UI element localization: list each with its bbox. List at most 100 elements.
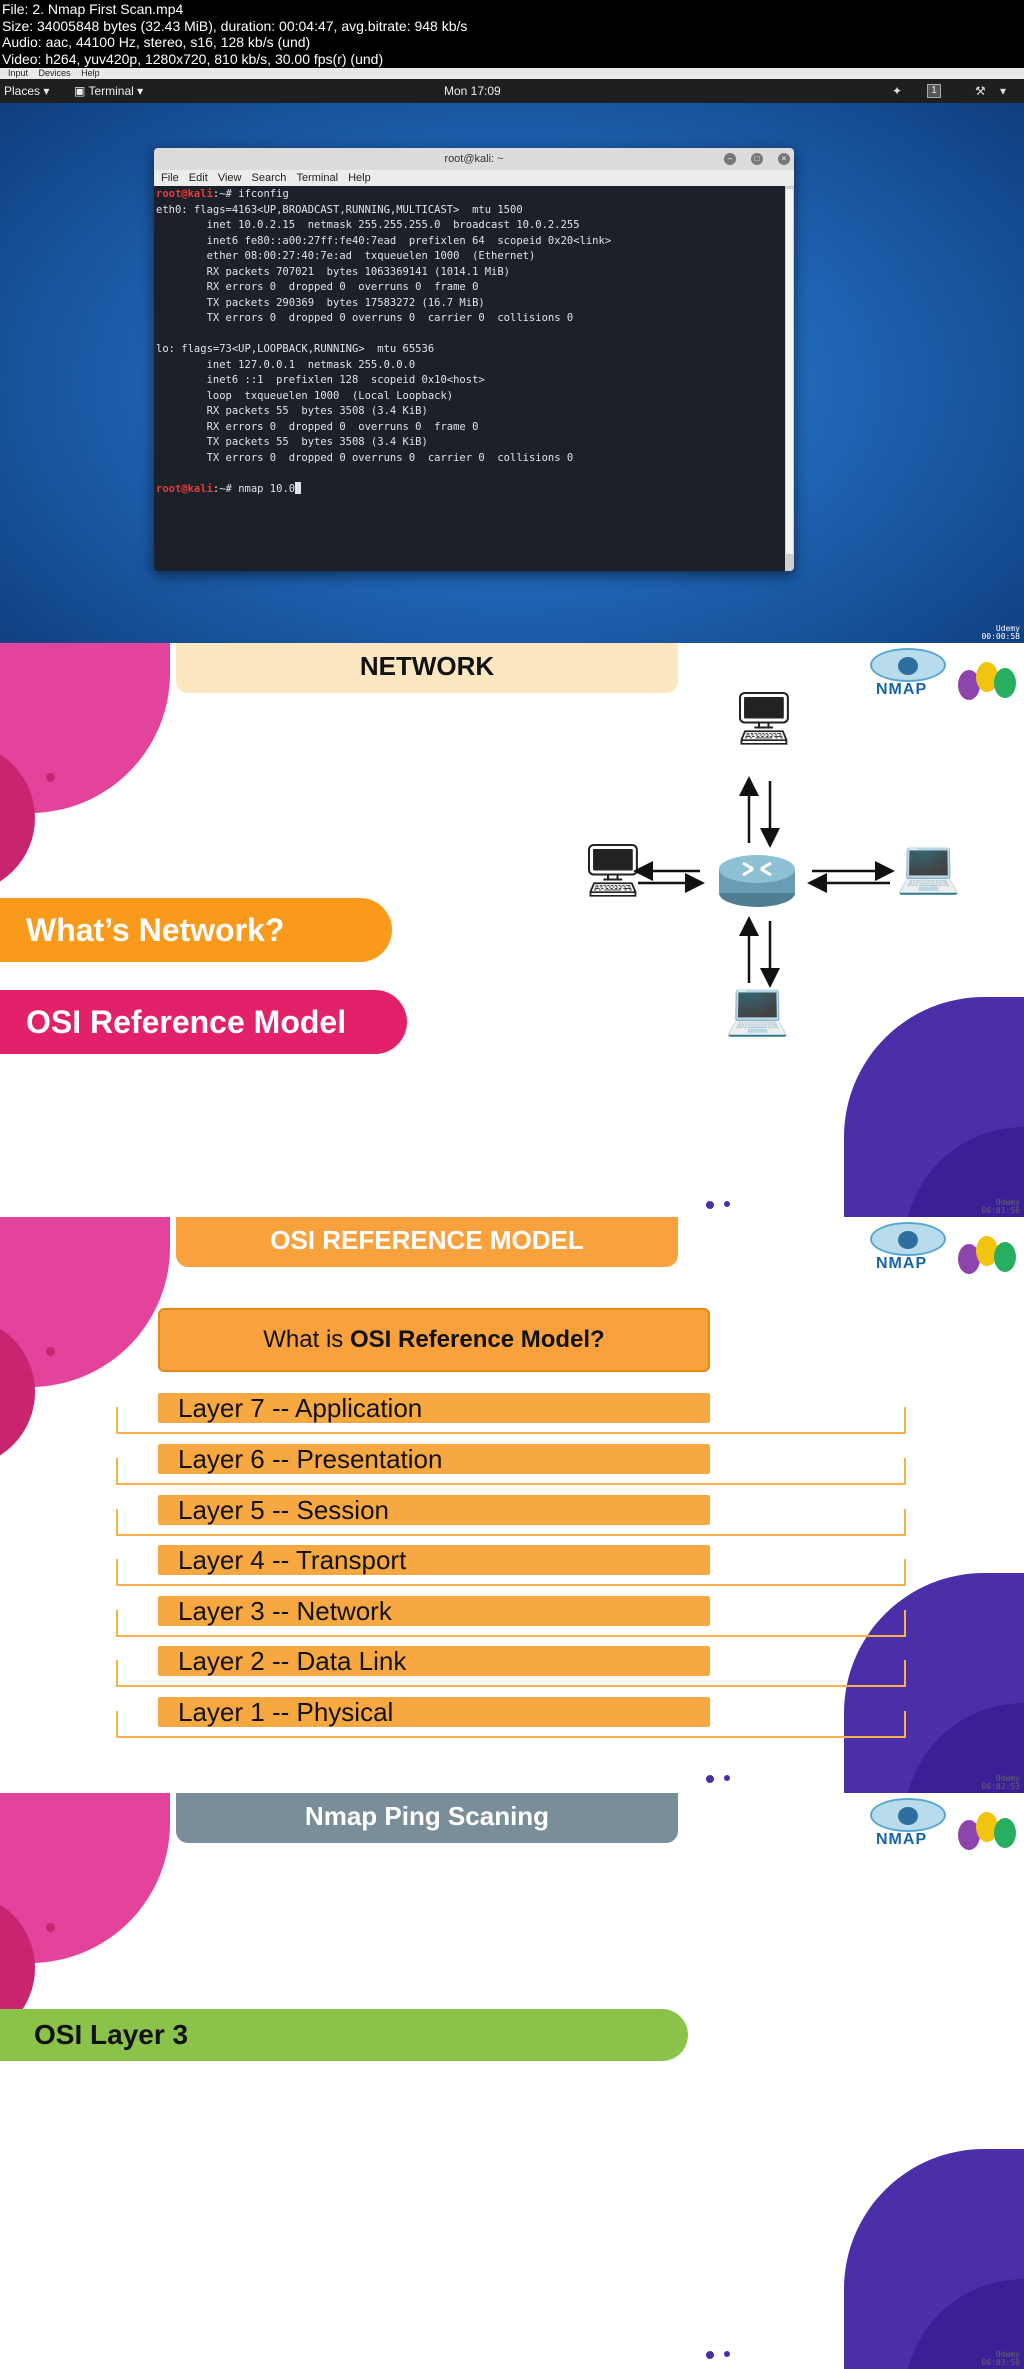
decor-dot (724, 1201, 730, 1207)
terminal-scrollbar[interactable] (785, 186, 794, 571)
decor-dot (850, 2273, 860, 2283)
minimize-icon[interactable]: – (724, 153, 736, 165)
scrollbar-thumb[interactable] (786, 189, 793, 554)
nmap-eye-icon (870, 648, 946, 682)
maximize-icon[interactable]: □ (751, 153, 763, 165)
terminal-icon: ▣ (74, 84, 89, 98)
decor-dot (706, 2351, 714, 2359)
terminal-app-menu[interactable]: ▣ Terminal ▾ (74, 79, 143, 103)
osi-layer-5: Layer 5 -- Session (158, 1495, 710, 1525)
workspace-indicator[interactable]: 1 (927, 84, 941, 98)
file-info-header: File: 2. Nmap First Scan.mp4 Size: 34005… (0, 0, 1024, 68)
layer-outline (116, 1559, 906, 1586)
terminal-titlebar[interactable]: root@kali: ~ – □ × (154, 148, 794, 170)
clock[interactable]: Mon 17:09 (444, 84, 501, 98)
timestamp-text: 00:00:58 (981, 632, 1020, 641)
menu-devices[interactable]: Devices (38, 68, 71, 78)
decor-dot (724, 1775, 730, 1781)
slide-banner: NETWORK (176, 643, 678, 693)
file-info-line: Size: 34005848 bytes (32.43 MiB), durati… (2, 17, 468, 34)
topic-pill-network: What’s Network? (0, 898, 392, 962)
question-bold: OSI Reference Model? (349, 1326, 605, 1353)
osi-layer-4: Layer 4 -- Transport (158, 1545, 710, 1575)
prompt-user: root@kali (156, 482, 213, 495)
terminal-menu-terminal[interactable]: Terminal (296, 172, 339, 184)
tree-icon (958, 1820, 980, 1850)
frame-network-slide: NETWORK What’s Network? OSI Reference Mo… (0, 643, 1024, 1217)
terminal-menu-edit[interactable]: Edit (188, 172, 208, 184)
layer-outline (116, 1458, 906, 1485)
menu-input[interactable]: Input (8, 68, 29, 78)
nmap-eye-icon (870, 1798, 946, 1832)
frame-ping-slide: Nmap Ping Scaning NMAP OSI Layer 3 Udemy… (0, 1793, 1024, 2369)
osi-layer-2: Layer 2 -- Data Link (158, 1646, 710, 1676)
terminal-menu-view[interactable]: View (217, 172, 242, 184)
osi-layer-1: Layer 1 -- Physical (158, 1697, 710, 1727)
tree-icon (994, 1818, 1016, 1848)
menu-help[interactable]: Help (81, 68, 100, 78)
decor-dot (850, 1123, 860, 1133)
power-icon[interactable]: ▾ (1000, 84, 1007, 98)
tree-icon (958, 1244, 980, 1274)
terminal-menu-help[interactable]: Help (348, 172, 371, 184)
osi-layer-7: Layer 7 -- Application (158, 1393, 710, 1423)
prompt-suffix: :~# (212, 188, 239, 200)
tree-icon (958, 670, 980, 700)
question-prefix: What is (263, 1326, 350, 1353)
tree-icon (976, 1236, 998, 1266)
nmap-logo-text: NMAP (876, 681, 928, 698)
nmap-logo: NMAP (870, 648, 1020, 708)
layer-outline (116, 1407, 906, 1434)
terminal-menu-search[interactable]: Search (251, 172, 287, 184)
desktop-computer-icon: 🖥 (731, 690, 798, 748)
decor-dot (46, 1923, 55, 1932)
terminal-title: root@kali: ~ (444, 153, 504, 165)
frame-desktop: Input Devices Help Places ▾ ▣ Terminal ▾… (0, 68, 1024, 643)
file-info-line: File: 2. Nmap First Scan.mp4 (2, 1, 184, 17)
timestamp-text: 00:01:56 (981, 1206, 1020, 1215)
topic-pill-osi: OSI Reference Model (0, 990, 407, 1054)
topic-pill-layer3: OSI Layer 3 (0, 2009, 688, 2061)
osi-question-box: What is OSI Reference Model? (158, 1308, 710, 1372)
layer-outline (116, 1610, 906, 1637)
decor-dot (46, 773, 55, 782)
ifconfig-output: eth0: flags=4163<UP,BROADCAST,RUNNING,MU… (156, 203, 612, 464)
terminal-window[interactable]: root@kali: ~ – □ × File Edit View Search… (154, 148, 794, 571)
text-cursor (295, 481, 302, 494)
nmap-logo-text: NMAP (876, 1831, 928, 1848)
layer-outline (116, 1509, 906, 1536)
command-ifconfig: ifconfig (238, 188, 289, 200)
slide-banner: Nmap Ping Scaning (176, 1793, 678, 1843)
places-menu[interactable]: Places ▾ (4, 84, 50, 98)
osi-layer-6: Layer 6 -- Presentation (158, 1444, 710, 1474)
file-info-line: Audio: aac, 44100 Hz, stereo, s16, 128 k… (2, 34, 311, 50)
decor-dot (724, 2351, 730, 2357)
terminal-menubar: File Edit View Search Terminal Help (154, 170, 794, 186)
nmap-logo-text: NMAP (876, 1255, 928, 1272)
decor-dot (850, 1697, 860, 1707)
terminal-output[interactable]: root@kali:~# ifconfig eth0: flags=4163<U… (154, 186, 794, 498)
vm-menubar: Input Devices Help (0, 68, 1024, 79)
terminal-app-label: Terminal ▾ (88, 84, 144, 98)
tree-icon (994, 1242, 1016, 1272)
nmap-logo: NMAP (870, 1222, 1020, 1282)
decor-dot (46, 1347, 55, 1356)
slide-banner: OSI REFERENCE MODEL (176, 1217, 678, 1267)
laptop-icon: 💻 (725, 980, 790, 1038)
gnome-topbar: Places ▾ ▣ Terminal ▾ Mon 17:09 ✦ 1 ⚒ ▾ (0, 79, 1024, 103)
tools-icon[interactable]: ⚒ (975, 84, 986, 98)
command-nmap: nmap 10.0 (238, 482, 296, 495)
network-icon[interactable]: ✦ (892, 84, 903, 98)
tree-icon (976, 1812, 998, 1842)
prompt-suffix: :~# (212, 482, 239, 495)
terminal-menu-file[interactable]: File (161, 172, 179, 184)
layer-outline (116, 1711, 906, 1738)
router-icon (719, 855, 795, 907)
timestamp-text: 00:02:53 (981, 1782, 1020, 1791)
timestamp-text: 00:03:50 (981, 2358, 1020, 2367)
close-icon[interactable]: × (778, 153, 790, 165)
osi-layer-3: Layer 3 -- Network (158, 1596, 710, 1626)
frame-osi-slide: OSI REFERENCE MODEL NMAP What is OSI Ref… (0, 1217, 1024, 1793)
